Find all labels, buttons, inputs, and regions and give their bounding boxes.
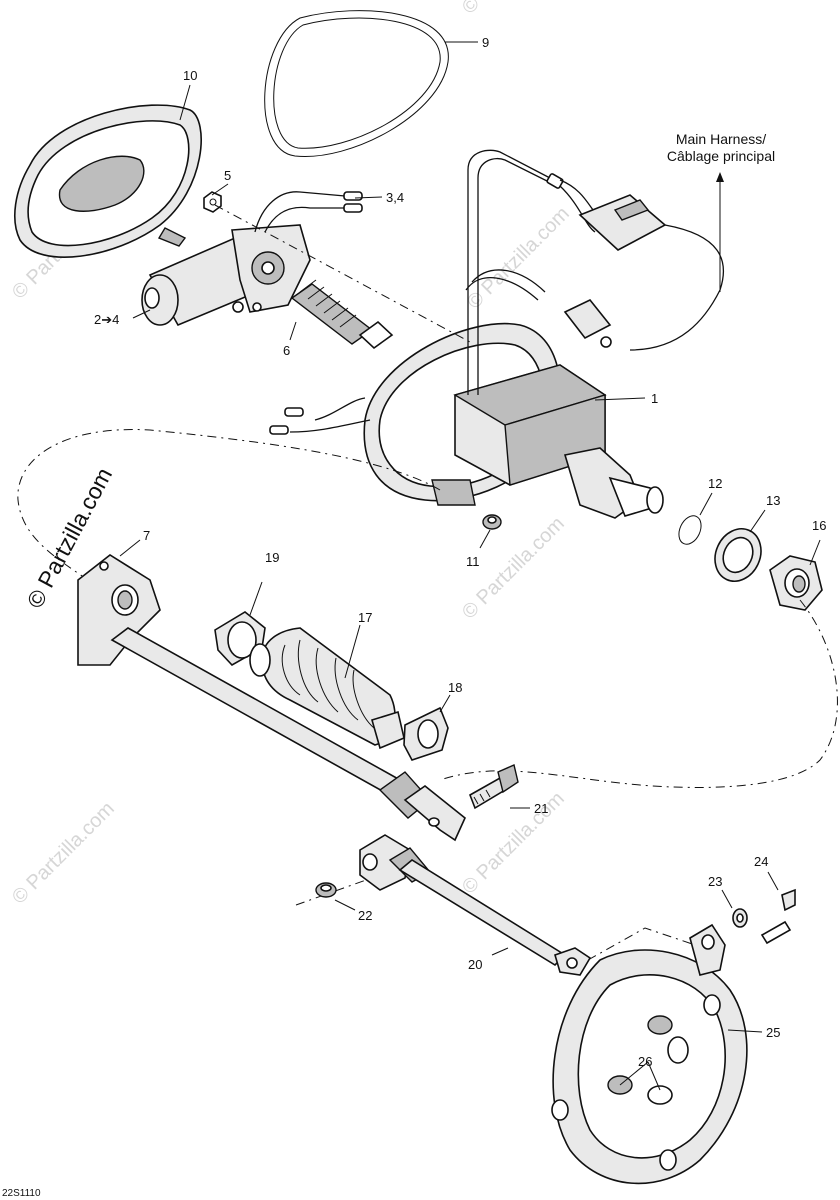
callout-26: 26 [638, 1054, 652, 1069]
nut-part-22 [315, 882, 337, 898]
dashed-guide [587, 927, 711, 961]
watermark-faint: © Partzilla.com [463, 203, 574, 314]
gasket-loop-part [264, 10, 449, 158]
callout-5: 5 [224, 168, 231, 183]
callout-25: 25 [766, 1025, 780, 1040]
o-ring-part [678, 515, 702, 545]
callout-6: 6 [283, 343, 290, 358]
callout-16: 16 [812, 518, 826, 533]
callout-7: 7 [143, 528, 150, 543]
clamp-part-18 [403, 706, 449, 761]
callout-19: 19 [265, 550, 279, 565]
callout-11: 11 [466, 554, 480, 569]
watermark-faint: © Partzilla.com [458, 0, 569, 19]
dashed-boundary [17, 429, 441, 586]
spring-worm-part [290, 279, 394, 350]
hex-nut-part [769, 555, 823, 611]
bellows-boot-part [249, 627, 405, 750]
callout-10: 10 [183, 68, 197, 83]
actuator-housing-part [363, 322, 664, 519]
motor-assembly-part [141, 191, 363, 327]
callout-12: 12 [708, 476, 722, 491]
callout-17: 17 [358, 610, 372, 625]
callout-21: 21 [534, 801, 548, 816]
nut-part-11 [482, 514, 502, 530]
leader-lines [119, 41, 821, 1091]
dashed-boundary [439, 599, 838, 788]
callout-24: 24 [754, 854, 768, 869]
dashed-guide [214, 204, 471, 343]
bolt-part-21 [469, 764, 519, 810]
harness-label-line1: Main Harness/ [676, 131, 766, 147]
callout-13: 13 [766, 493, 780, 508]
harness-label: Main Harness/ Câblage principal [667, 131, 775, 164]
callout-9: 9 [482, 35, 489, 50]
callout-3-4: 3,4 [386, 190, 404, 205]
callout-20: 20 [468, 957, 482, 972]
oval-cover-part [14, 104, 202, 258]
callout-23: 23 [708, 874, 722, 889]
harness-label-line2: Câblage principal [667, 148, 775, 164]
lock-washer-part [714, 528, 762, 582]
diagram-code: 22S1110 [2, 1188, 41, 1199]
link-rod-part [359, 834, 592, 976]
callout-labels: 1 2➔4 3,4 5 6 7 9 10 11 12 13 16 17 18 1… [94, 35, 826, 1069]
callout-22: 22 [358, 908, 372, 923]
shift-rod-part [77, 554, 466, 842]
callout-18: 18 [448, 680, 462, 695]
nut-part-5 [203, 191, 222, 213]
callout-2-4: 2➔4 [94, 312, 119, 327]
watermark-faint: © Partzilla.com [8, 798, 119, 909]
callout-1: 1 [651, 391, 658, 406]
harness-arrow [716, 172, 724, 292]
dashed-guide [295, 874, 381, 906]
washer-part-23 [732, 908, 748, 928]
bolt-part-24 [760, 888, 796, 945]
